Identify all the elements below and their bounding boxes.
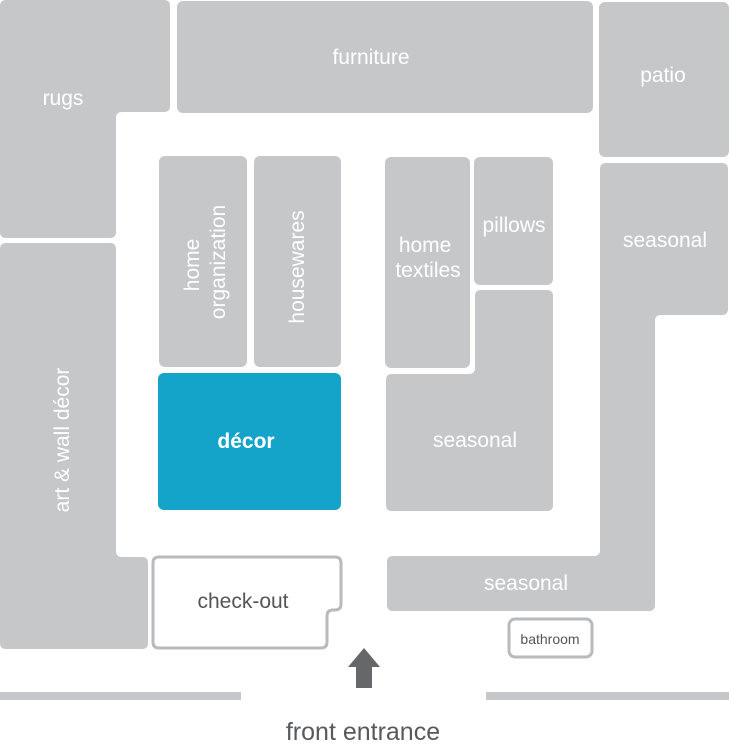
department-housewares[interactable]: housewares xyxy=(254,156,341,367)
department-rugs[interactable]: rugs xyxy=(0,0,170,238)
home-organization-line-2: organization xyxy=(207,205,230,319)
front-wall-left xyxy=(0,692,241,700)
department-art-wall-decor[interactable]: art & wall décor xyxy=(0,243,148,649)
art-wall-decor-label: art & wall décor xyxy=(51,368,74,513)
department-decor[interactable]: décor xyxy=(158,373,341,510)
home-textiles-line-2: textiles xyxy=(395,259,460,282)
patio-label: patio xyxy=(640,64,686,87)
entrance-arrow-icon xyxy=(348,648,380,688)
housewares-label: housewares xyxy=(286,210,309,323)
front-entrance-label: front entrance xyxy=(286,718,440,746)
department-seasonal-right[interactable]: seasonal seasonal xyxy=(387,163,728,611)
pillows-label: pillows xyxy=(482,214,545,237)
seasonal-bottom-label: seasonal xyxy=(484,572,568,595)
bathroom-label: bathroom xyxy=(520,631,579,647)
seasonal-right-label: seasonal xyxy=(623,229,707,252)
home-textiles-line-1: home xyxy=(399,234,452,257)
bathroom[interactable]: bathroom xyxy=(507,617,594,659)
department-furniture[interactable]: furniture xyxy=(177,1,593,113)
department-home-organization[interactable]: home organization xyxy=(159,156,247,367)
furniture-label: furniture xyxy=(332,46,409,69)
seasonal-center-label: seasonal xyxy=(433,429,517,452)
department-home-textiles[interactable]: home textiles xyxy=(385,157,470,368)
front-wall-right xyxy=(486,692,729,700)
department-patio[interactable]: patio xyxy=(599,2,729,157)
home-organization-label: home organization xyxy=(181,205,230,319)
decor-label: décor xyxy=(217,430,274,453)
department-pillows[interactable]: pillows xyxy=(474,157,553,285)
checkout-area[interactable]: check-out xyxy=(151,555,343,650)
home-organization-line-1: home xyxy=(181,239,204,292)
checkout-label: check-out xyxy=(197,590,288,613)
rugs-label: rugs xyxy=(43,87,84,110)
department-seasonal-center[interactable]: seasonal xyxy=(386,290,553,511)
home-textiles-label: home textiles xyxy=(395,234,460,282)
